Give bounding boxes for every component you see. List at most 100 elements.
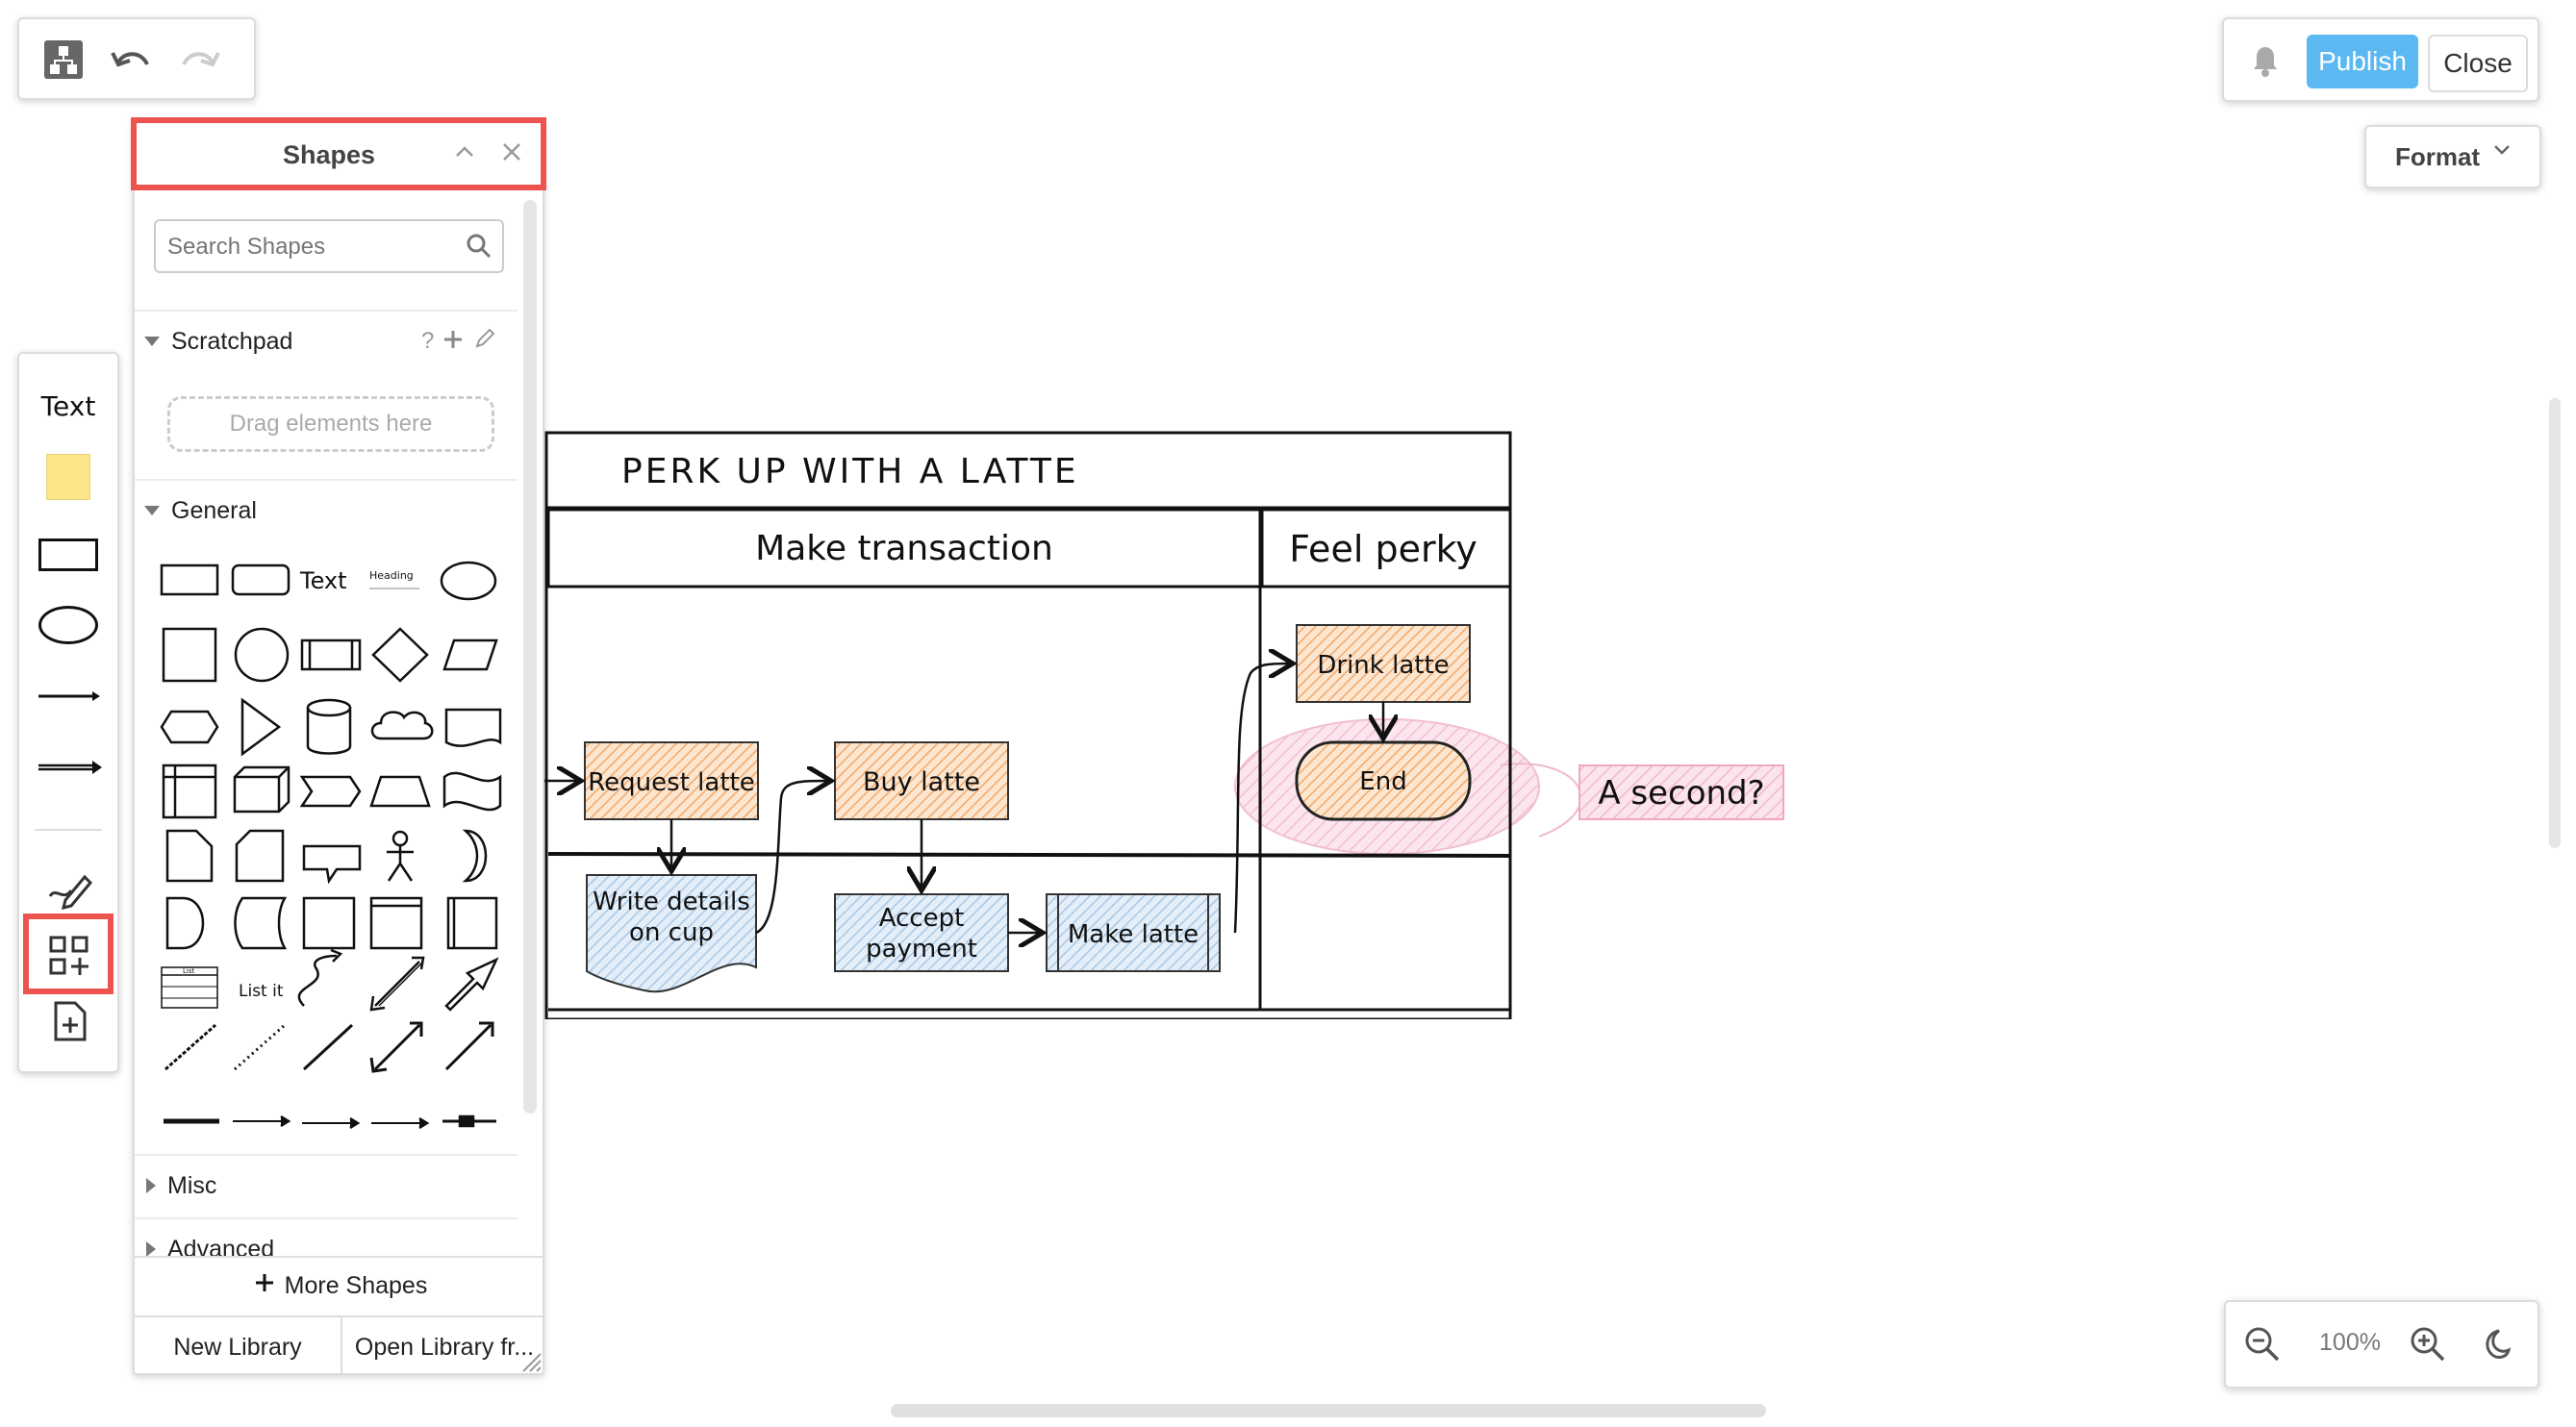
shape-trapezoid[interactable] — [369, 775, 431, 808]
resize-handle-icon[interactable] — [518, 1348, 543, 1373]
shape-square[interactable] — [162, 627, 217, 683]
redo-icon[interactable] — [175, 37, 225, 83]
format-button[interactable]: Format — [2364, 125, 2541, 188]
misc-header[interactable]: Misc — [135, 1154, 518, 1215]
zoom-level[interactable]: 100% — [2319, 1329, 2381, 1356]
more-shapes-button[interactable]: More Shapes — [135, 1256, 543, 1314]
node-buy-latte[interactable] — [834, 741, 1009, 820]
shape-line[interactable] — [302, 1023, 354, 1071]
shape-or[interactable] — [462, 829, 488, 883]
shape-dotted-line[interactable] — [234, 1023, 286, 1071]
ellipse-tool[interactable] — [38, 606, 98, 644]
note-a-second[interactable] — [1578, 764, 1784, 820]
shape-circle[interactable] — [234, 627, 290, 683]
shape-triangle[interactable] — [240, 697, 282, 757]
shape-container[interactable] — [369, 896, 423, 950]
shape-rectangle[interactable] — [160, 563, 219, 596]
panel-scrollbar[interactable] — [523, 200, 537, 1114]
shape-step[interactable] — [299, 775, 362, 808]
more-shapes-label: More Shapes — [284, 1271, 428, 1299]
publish-button[interactable]: Publish — [2307, 35, 2418, 88]
node-make-latte-label: Make latte — [1068, 920, 1199, 949]
lane-make-transaction-header[interactable] — [546, 508, 1264, 588]
shape-diamond[interactable] — [371, 627, 429, 683]
shape-cylinder[interactable] — [306, 698, 352, 755]
canvas-horizontal-scrollbar[interactable] — [891, 1404, 1766, 1417]
arrow-write-buy[interactable] — [755, 781, 831, 935]
lane-feel-perky-header[interactable] — [1258, 508, 1512, 588]
arrow-make-drink[interactable] — [1233, 663, 1293, 934]
shape-lane[interactable] — [446, 896, 498, 950]
row-divider — [547, 852, 1511, 858]
shape-square-2[interactable] — [302, 896, 356, 950]
shape-target-connector[interactable] — [371, 1116, 430, 1130]
undo-icon[interactable] — [106, 37, 156, 83]
scratchpad-dropzone[interactable]: Drag elements here — [167, 396, 494, 452]
shape-process[interactable] — [300, 638, 362, 671]
close-button[interactable]: Close — [2428, 35, 2528, 92]
shape-hexagon[interactable] — [160, 710, 219, 744]
diagram-title[interactable]: PERK UP WITH A LATTE — [621, 452, 1079, 491]
add-icon[interactable] — [442, 329, 464, 357]
shape-rounded-rectangle[interactable] — [231, 563, 290, 596]
node-request-latte-label: Request latte — [588, 768, 754, 797]
help-icon[interactable]: ? — [421, 328, 435, 354]
edit-icon[interactable] — [473, 327, 496, 357]
shape-actor[interactable] — [387, 830, 414, 882]
shape-text[interactable]: Text — [299, 567, 347, 594]
shape-internal-storage[interactable] — [162, 764, 217, 819]
freehand-icon[interactable] — [46, 867, 93, 911]
canvas-vertical-scrollbar[interactable] — [2549, 398, 2561, 848]
shape-labeled-connector[interactable] — [233, 1114, 291, 1128]
sticky-note-tool[interactable] — [46, 454, 90, 500]
node-request-latte[interactable] — [584, 741, 759, 820]
search-input[interactable] — [165, 229, 458, 265]
zoom-out-icon[interactable] — [2241, 1323, 2284, 1365]
shape-parallelogram[interactable] — [442, 638, 498, 671]
shape-bidirectional-arrow[interactable] — [369, 956, 425, 1012]
format-label: Format — [2394, 141, 2481, 171]
shape-list-item[interactable]: List it — [239, 982, 284, 1001]
bell-icon[interactable] — [2243, 38, 2287, 83]
shape-directional-connector[interactable] — [444, 1021, 494, 1071]
zoom-in-icon[interactable] — [2407, 1323, 2449, 1365]
shape-cloud[interactable] — [370, 711, 434, 740]
rectangle-tool[interactable] — [38, 538, 98, 571]
shape-delay[interactable] — [165, 896, 205, 950]
connector-tool[interactable] — [37, 758, 104, 777]
shape-list[interactable] — [161, 966, 218, 1009]
diagram-icon[interactable] — [40, 37, 87, 83]
shape-note[interactable] — [165, 829, 214, 883]
pool-outline[interactable] — [544, 431, 1512, 1019]
node-write-details-line1: Write details — [593, 888, 750, 916]
open-library-button[interactable]: Open Library fr... — [342, 1315, 543, 1373]
shape-arrow[interactable] — [444, 957, 499, 1012]
shape-card[interactable] — [235, 829, 285, 883]
node-write-details-line2: on cup — [629, 918, 714, 947]
shape-tape[interactable] — [442, 771, 502, 812]
scratchpad-header[interactable]: Scratchpad ? — [135, 310, 518, 371]
node-make-latte[interactable] — [1046, 893, 1221, 972]
shape-heading[interactable]: Heading — [369, 569, 414, 582]
shape-source-connector[interactable] — [302, 1116, 361, 1130]
node-write-details[interactable] — [586, 874, 757, 993]
shape-callout[interactable] — [302, 844, 362, 885]
collapse-icon[interactable] — [452, 142, 477, 162]
shape-curve[interactable] — [297, 948, 343, 1007]
add-shapes-icon[interactable] — [48, 935, 90, 977]
shape-dashed-line[interactable] — [164, 1023, 216, 1071]
shape-data-storage[interactable] — [234, 896, 288, 950]
dark-mode-icon[interactable] — [2472, 1323, 2514, 1365]
shape-document[interactable] — [444, 708, 502, 747]
general-header[interactable]: General — [135, 479, 518, 540]
add-page-icon[interactable] — [52, 1000, 88, 1042]
search-icon[interactable] — [466, 233, 492, 264]
line-tool[interactable] — [37, 687, 104, 706]
new-library-button[interactable]: New Library — [135, 1315, 342, 1373]
shape-bidirectional-connector[interactable] — [369, 1021, 423, 1073]
shape-cube[interactable] — [233, 765, 290, 814]
shape-message-connector[interactable] — [442, 1114, 496, 1128]
text-tool[interactable]: Text — [40, 390, 96, 422]
shape-ellipse[interactable] — [440, 561, 497, 601]
close-icon[interactable] — [500, 140, 523, 163]
